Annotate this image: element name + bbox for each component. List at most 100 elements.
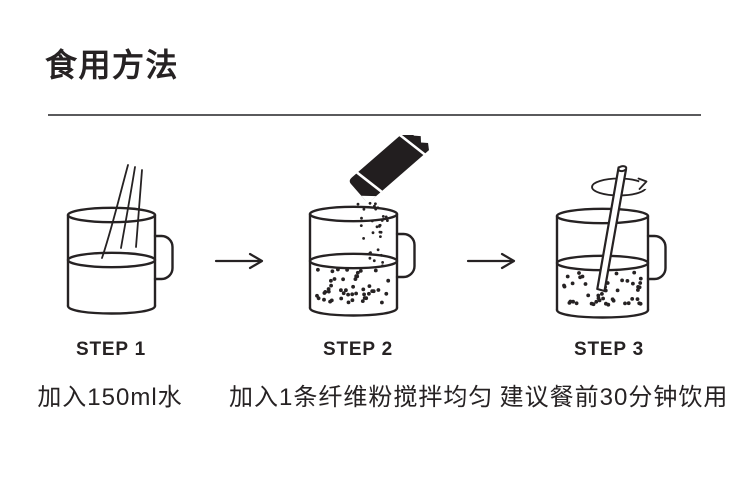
powder-dot — [565, 274, 570, 279]
powder-dot — [336, 267, 340, 272]
powder-dot — [597, 298, 602, 303]
powder-dot — [372, 259, 376, 263]
sachet-mouth-notch — [361, 195, 377, 204]
powder-dot — [370, 219, 374, 223]
powder-dot — [625, 279, 630, 283]
powder-dot — [567, 301, 572, 305]
powder-dot — [596, 293, 601, 298]
title-divider — [48, 114, 701, 116]
powder-dot — [594, 299, 599, 304]
mug-rim — [555, 207, 650, 225]
powder-dot — [368, 201, 372, 205]
powder-dot — [615, 288, 620, 293]
powder-dot — [374, 207, 378, 211]
powder-dot — [374, 202, 377, 206]
mug-bottom — [66, 304, 157, 315]
powder-dot — [586, 293, 591, 298]
powder-dot — [386, 219, 389, 222]
powder-dot — [376, 206, 380, 210]
arrow-head — [500, 252, 516, 270]
powder-dot — [328, 299, 332, 304]
pour-line — [135, 169, 143, 248]
powder-dot — [381, 215, 385, 218]
powder-dot — [354, 274, 359, 279]
mug-icon — [308, 205, 416, 317]
sachet-tear-line — [356, 171, 383, 193]
water-pour-stream-icon — [101, 164, 143, 259]
powder-dot — [635, 297, 640, 301]
powder-dot — [361, 287, 366, 292]
powder-dot — [345, 268, 349, 272]
powder-dot — [316, 296, 321, 301]
powder-dot — [358, 269, 363, 273]
powder-dot — [350, 292, 355, 297]
step2-mug-sachet-illustration — [308, 135, 429, 317]
powder-dot — [638, 301, 643, 306]
powder-dot — [623, 301, 627, 306]
sachet-icon — [349, 135, 429, 204]
powder-dot — [630, 297, 635, 301]
powder-dot — [620, 278, 624, 283]
step3-caption: 建议餐前30分钟饮用 — [499, 384, 729, 411]
powder-dot — [354, 291, 358, 296]
powder-dot — [330, 269, 335, 274]
powder-dot — [376, 248, 380, 252]
powder-dot — [362, 292, 366, 297]
powder-dot — [326, 287, 331, 291]
powder-dot — [362, 296, 367, 300]
powder-dot — [367, 284, 372, 288]
powder-dot — [611, 298, 616, 303]
pour-line — [101, 164, 129, 259]
powder-dot — [369, 251, 372, 254]
powder-dot — [360, 299, 365, 303]
powder-dot — [329, 278, 333, 283]
step3-label: STEP 3 — [574, 339, 644, 360]
powder-dot — [341, 277, 345, 282]
mug-rim — [308, 205, 399, 223]
powder-dot — [329, 283, 333, 288]
powder-dot — [370, 289, 375, 293]
step1-caption: 加入150ml水 — [37, 384, 183, 411]
powder-dot — [332, 277, 337, 281]
powder-stream-dots — [356, 201, 389, 268]
pour-line — [120, 166, 136, 249]
water-surface — [66, 251, 157, 269]
mug-handle — [395, 232, 416, 279]
powder-dot — [360, 216, 363, 220]
powder-dot — [339, 296, 344, 301]
powder-dot — [322, 291, 327, 295]
powder-dot — [384, 215, 388, 219]
step2-caption: 加入1条纤维粉搅拌均匀 — [229, 384, 494, 411]
powder-dot — [600, 292, 604, 296]
powder-dot — [571, 299, 575, 304]
powder-dot — [574, 301, 579, 306]
powder-dot — [638, 276, 643, 281]
page-title: 食用方法 — [45, 47, 180, 83]
powder-dot — [381, 261, 384, 264]
powder-dot — [355, 270, 360, 275]
powder-dot — [614, 271, 619, 276]
mug-bottom — [308, 306, 399, 317]
powder-dot — [631, 281, 635, 286]
powder-dot — [379, 235, 382, 238]
powder-dot — [351, 284, 355, 289]
powder-dot — [626, 301, 631, 306]
powder-dot — [376, 288, 381, 292]
powder-dot — [381, 264, 384, 268]
powder-dot — [638, 281, 643, 285]
powder-dot — [362, 207, 366, 211]
sachet-seal-line — [399, 135, 426, 156]
stir-rod-cap — [617, 165, 628, 173]
powder-dot — [580, 274, 585, 279]
powder-dot — [637, 285, 642, 290]
arrow-right-icon — [214, 252, 264, 270]
powder-dot — [384, 291, 389, 296]
mug-handle — [153, 234, 174, 281]
mug-icon — [66, 206, 174, 315]
powder-dot — [368, 256, 372, 260]
powder-dot — [341, 291, 346, 296]
powder-dot — [570, 281, 575, 286]
powder-dot — [386, 278, 391, 283]
sachet-body — [349, 135, 429, 202]
swirl-arrow-head — [637, 177, 648, 190]
